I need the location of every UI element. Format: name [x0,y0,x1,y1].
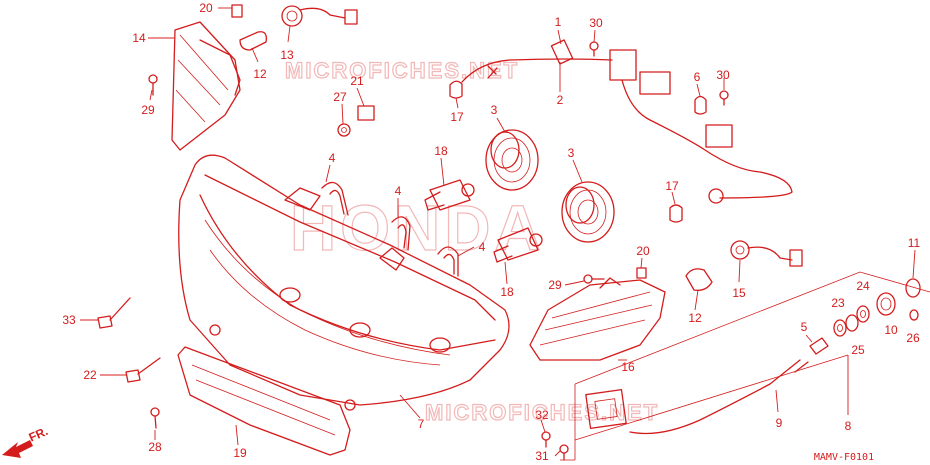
callout-10: 10 [884,323,898,337]
part-17-bulb-b [669,204,683,223]
callout-1: 1 [555,15,562,29]
callout-30b: 30 [716,68,730,82]
callout-12a: 12 [253,67,267,81]
part-31-screw [559,444,569,461]
callout-4b: 4 [395,184,402,198]
part-27-grommet [337,123,351,137]
watermark-top: MICROFICHES.NET [285,58,519,83]
callout-21: 21 [350,74,364,88]
callout-17b: 17 [665,179,679,193]
callout-33: 33 [62,313,76,327]
part-6-clamp [694,95,707,115]
callout-14: 14 [132,31,146,45]
part-33-bolt [97,297,131,329]
front-direction-arrow: FR. [2,424,50,458]
part-3-dust-cover-b [561,181,615,243]
part-17-bulb-a [449,80,463,99]
callout-22: 22 [83,368,97,382]
part-19-garnish [177,346,351,456]
part-9-cable [585,359,809,435]
callout-5: 5 [801,320,808,334]
callout-2: 2 [557,93,564,107]
part-10-knob [876,292,896,316]
part-24-washer [856,305,870,323]
callout-3a: 3 [491,103,498,117]
callout-3b: 3 [568,146,575,160]
part-4-tube-b [391,216,411,251]
callout-31: 31 [535,449,549,463]
part-12-bulb [239,31,267,51]
callout-12b: 12 [688,311,702,325]
part-23-washer [833,319,847,337]
callout-18a: 18 [434,144,448,158]
callout-29a: 29 [141,103,155,117]
callout-labels: 1 2 3 3 4 4 4 5 6 7 8 9 10 11 12 12 13 1… [62,1,920,463]
callout-15: 15 [732,286,746,300]
part-21-clip [357,105,375,121]
callout-20a: 20 [199,1,213,15]
part-32-screw [541,431,551,448]
part-25-nut [845,314,859,332]
part-16-side-lens [529,277,666,361]
part-8-adjuster-assembly [560,271,930,461]
leader-lines [80,7,916,457]
callout-19: 19 [233,446,247,460]
part-13-socket [281,5,358,27]
part-29-screw-b [583,274,605,284]
callout-4a: 4 [329,151,336,165]
part-5-nut [809,337,829,355]
part-2-harness [461,49,793,204]
part-30-screw-a [589,41,599,57]
diagram-code: MAMV-F0101 [814,452,874,463]
part-28-screw [150,407,160,429]
callout-9: 9 [776,416,783,430]
part-18-headlight-bulb-b [493,227,543,263]
callout-29b: 29 [548,278,562,292]
callout-30a: 30 [589,16,603,30]
callout-23: 23 [831,296,845,310]
part-29-screw-a [148,74,158,96]
part-1-cap [550,39,574,65]
callout-18b: 18 [500,285,514,299]
callout-32: 32 [535,408,549,422]
part-20-clip-b [636,267,647,279]
part-30-screw-b [719,90,729,106]
callout-26: 26 [906,331,920,345]
callout-24: 24 [856,279,870,293]
part-26-clip [909,309,919,321]
callout-17a: 17 [450,110,464,124]
part-12-bulb-b [685,268,713,291]
part-20-clip [231,4,243,18]
part-22-bolt [125,357,161,383]
callout-27: 27 [333,90,347,104]
callout-28: 28 [148,440,162,454]
callout-16: 16 [621,360,635,374]
callout-7: 7 [418,417,425,431]
part-4-tube-a [321,181,349,216]
callout-4c: 4 [479,240,486,254]
callout-8: 8 [845,419,852,433]
part-7-headlight-assembly [178,154,510,411]
callout-25: 25 [851,343,865,357]
part-14-side-lens [171,21,241,151]
part-4-tube-c [437,246,459,277]
part-18-headlight-bulb-a [424,179,475,211]
front-arrow-label: FR. [27,424,50,445]
part-15-socket [730,240,803,267]
callout-20b: 20 [636,244,650,258]
callout-6: 6 [694,70,701,84]
callout-13: 13 [280,48,294,62]
part-11-ring [905,278,921,298]
callout-11: 11 [908,236,921,250]
part-3-dust-cover-a [485,129,539,191]
watermark-brand: HONDA [290,192,545,264]
